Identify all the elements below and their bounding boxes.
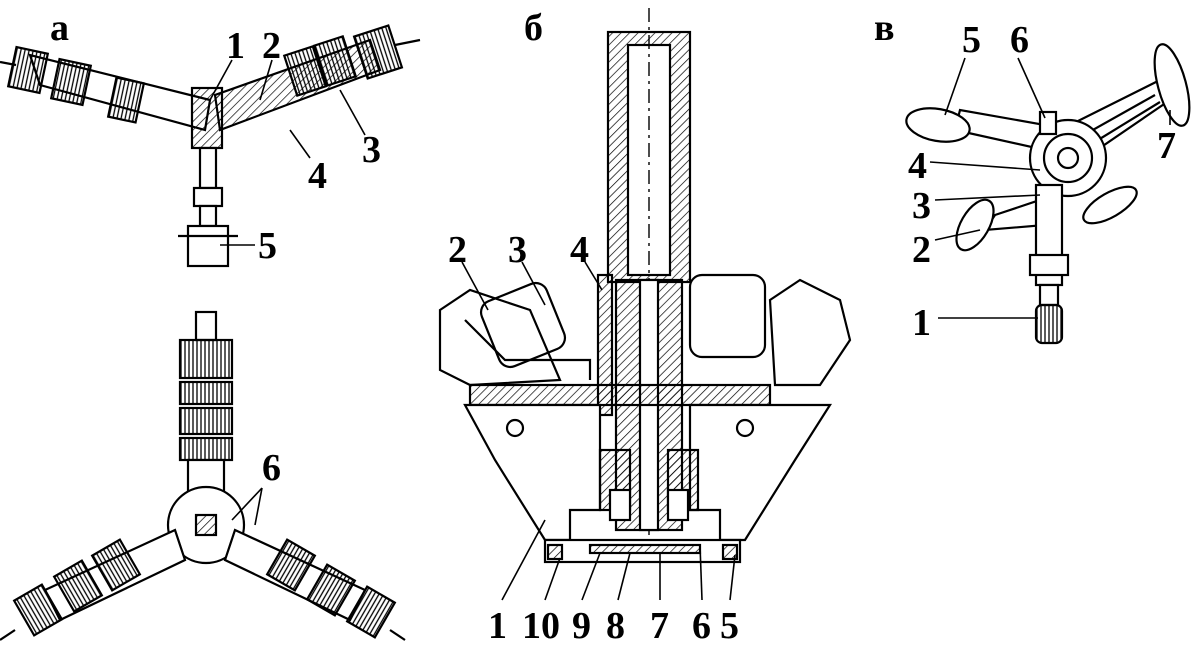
panel-a-callout-5: 5	[258, 225, 277, 267]
panel-c-callout-1: 1	[912, 302, 931, 344]
panel-a-top-assembly	[0, 24, 421, 268]
panel-b-section	[438, 8, 852, 564]
panel-b-callout-8: 8	[606, 605, 625, 647]
panel-c-callout-3: 3	[912, 185, 931, 227]
panel-a-top-right-arm	[213, 24, 421, 132]
panel-b-callout-2: 2	[448, 229, 467, 271]
panel-c-callout-2: 2	[912, 229, 931, 271]
panel-c-callout-7: 7	[1157, 125, 1176, 167]
panel-b-housing	[463, 403, 602, 542]
panel-b-callout-5: 5	[720, 605, 739, 647]
panel-a-callout-3: 3	[362, 129, 381, 171]
panel-b-callout-3: 3	[508, 229, 527, 271]
panel-a-callout-4: 4	[308, 155, 327, 197]
panel-a-top-left-arm	[0, 45, 212, 132]
panel-b-callout-10: 10	[522, 605, 560, 647]
panel-b-left-roller	[479, 281, 567, 369]
panel-b-callout-4: 4	[570, 229, 589, 271]
panel-c-callout-5: 5	[962, 19, 981, 61]
panel-a-callout-2: 2	[262, 25, 281, 67]
panel-c-perspective	[905, 43, 1191, 345]
panel-b-callout-9: 9	[572, 605, 591, 647]
panel-c-disc-5	[905, 107, 971, 143]
panel-c-disc-7	[1153, 43, 1191, 127]
panel-c: в	[874, 7, 1191, 345]
panel-b-right-roller	[688, 273, 767, 359]
panel-a-callout-6: 6	[262, 447, 281, 489]
panel-a-top-shank	[186, 224, 230, 268]
panel-b-callout-1: 1	[488, 605, 507, 647]
panel-b-callout-6: 6	[692, 605, 711, 647]
panel-c-leaders	[929, 57, 1171, 319]
panel-a-top-hub	[190, 86, 224, 150]
panel-b-leaders	[461, 261, 736, 601]
panel-a-leaders	[209, 59, 366, 526]
panel-a-callout-1: 1	[226, 25, 245, 67]
panel-b-label: б	[524, 7, 543, 49]
panel-c-callout-6: 6	[1010, 19, 1029, 61]
panel-a-label: а	[50, 7, 69, 49]
panel-a: а	[0, 7, 421, 641]
panel-b: б	[438, 7, 852, 647]
panel-c-disc-2	[955, 198, 995, 252]
panel-b-sleeve	[596, 273, 614, 417]
panel-c-callout-4: 4	[908, 145, 927, 187]
panel-b-callout-7: 7	[650, 605, 669, 647]
panel-a-bottom-assembly	[0, 310, 406, 641]
panel-c-label: в	[874, 7, 895, 49]
